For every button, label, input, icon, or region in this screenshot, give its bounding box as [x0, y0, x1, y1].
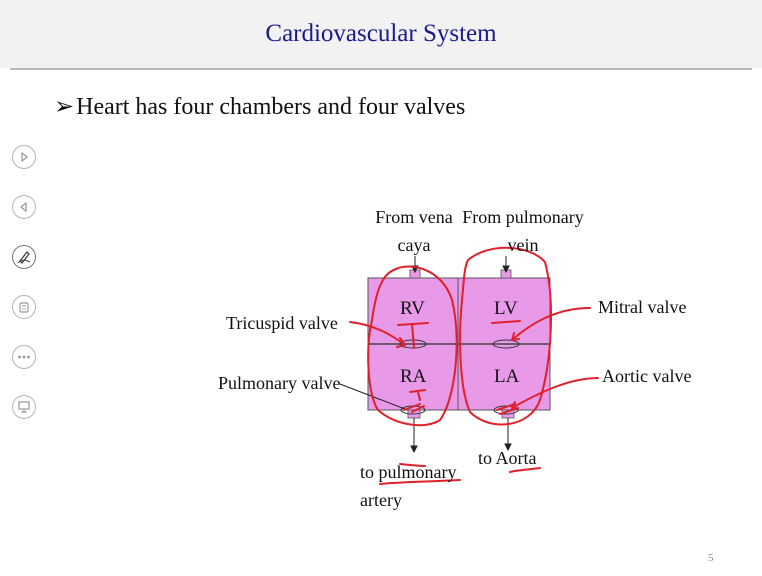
la-label: LA [494, 366, 519, 388]
page-number: 5 [708, 552, 714, 564]
ra-label: RA [400, 366, 426, 388]
pulmonary-valve-label: Pulmonary valve [218, 373, 340, 394]
aorta-label: to Aorta [478, 448, 537, 469]
pulmonary-vein-label: From pulmonary vein [458, 203, 588, 259]
vena-cava-label: From vena caya [370, 203, 458, 259]
aortic-valve-label: Aortic valve [602, 366, 691, 387]
pulmonary-artery-label: to pulmonary artery [360, 458, 460, 514]
mitral-valve-label: Mitral valve [598, 297, 686, 318]
lv-label: LV [494, 298, 518, 320]
rv-label: RV [400, 298, 425, 320]
tricuspid-valve-label: Tricuspid valve [226, 313, 338, 334]
